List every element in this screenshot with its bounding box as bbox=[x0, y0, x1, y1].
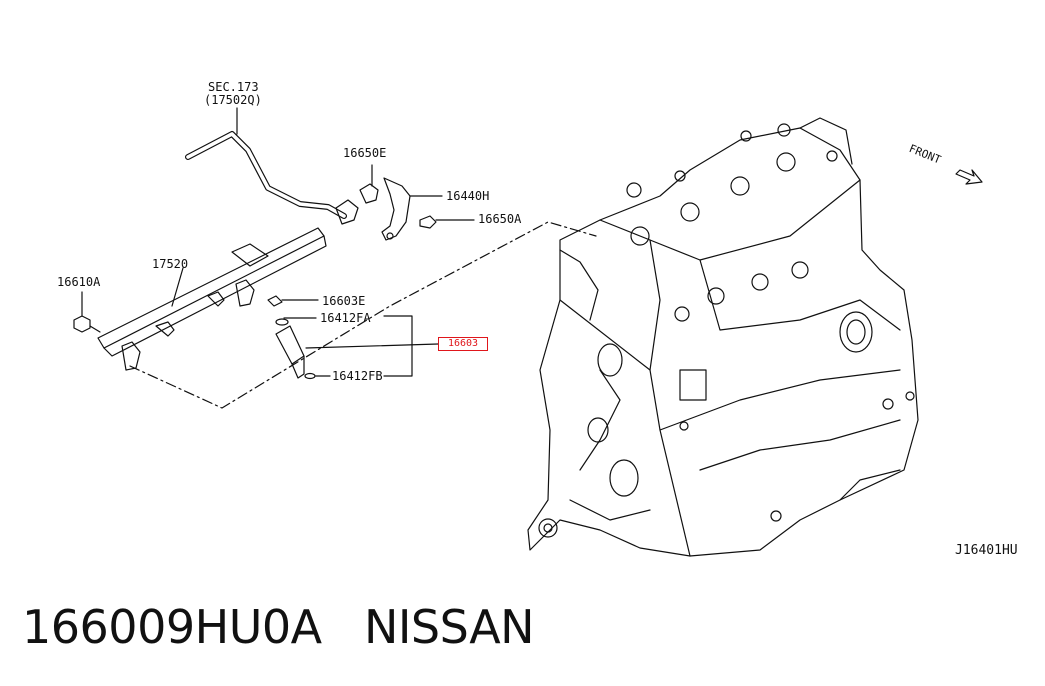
parts-diagram bbox=[73, 107, 983, 557]
front-arrow-icon bbox=[955, 169, 983, 185]
label-16650A: 16650A bbox=[478, 212, 522, 226]
fuel-rail-17520 bbox=[97, 227, 327, 371]
engine-block bbox=[527, 117, 919, 557]
diagram-id: J16401HU bbox=[955, 543, 1018, 558]
part-number-caption: 166009HU0A NISSAN bbox=[22, 600, 535, 654]
label-16603E: 16603E bbox=[322, 294, 366, 308]
fuel-hose bbox=[185, 107, 359, 225]
bracket-16440H bbox=[359, 164, 475, 241]
label-16412FB: 16412FB bbox=[332, 369, 383, 383]
label-16650E: 16650E bbox=[343, 146, 387, 160]
highlighted-part-16603[interactable]: 16603 bbox=[438, 337, 488, 351]
label-17520: 17520 bbox=[152, 257, 189, 271]
label-16610A: 16610A bbox=[57, 275, 101, 289]
assembly-lines bbox=[129, 221, 597, 409]
injector-16603 bbox=[267, 295, 439, 380]
label-16412FA: 16412FA bbox=[320, 311, 371, 325]
bolt-16610A bbox=[73, 291, 101, 333]
label-sec-sub: (17502Q) bbox=[204, 93, 262, 107]
label-sec-173: SEC.173 bbox=[208, 80, 259, 94]
label-16440H: 16440H bbox=[446, 189, 490, 203]
